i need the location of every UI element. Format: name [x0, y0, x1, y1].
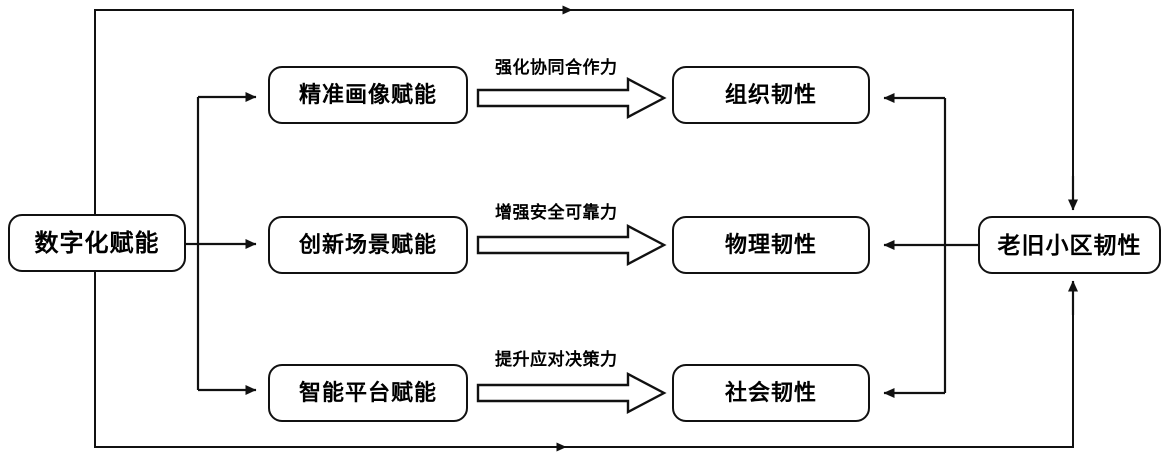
node-outcome-community-resilience-label: 老旧小区韧性: [997, 231, 1142, 259]
node-enabler-innovative-scenario[interactable]: 创新场景赋能: [268, 216, 468, 274]
node-enabler-precise-profiling-label: 精准画像赋能: [298, 82, 437, 108]
node-source[interactable]: 数字化赋能: [8, 214, 186, 272]
node-enabler-smart-platform-label: 智能平台赋能: [298, 380, 437, 406]
node-outcome-community-resilience[interactable]: 老旧小区韧性: [978, 216, 1161, 274]
arrow-label-safety-reliability: 增强安全可靠力: [495, 203, 618, 223]
node-resilience-social-label: 社会韧性: [724, 380, 817, 406]
node-resilience-physical-label: 物理韧性: [724, 232, 817, 258]
arrow-label-decision-response: 提升应对决策力: [495, 350, 618, 370]
wire-feedback-bottom: [94, 244, 1074, 448]
block-arrow-2: [476, 224, 667, 266]
node-resilience-organizational-label: 组织韧性: [724, 82, 817, 108]
node-source-label: 数字化赋能: [34, 228, 160, 257]
node-resilience-physical[interactable]: 物理韧性: [672, 216, 870, 274]
node-resilience-social[interactable]: 社会韧性: [672, 364, 870, 422]
block-arrow-1: [476, 77, 667, 119]
wire-feedback-top: [94, 9, 1074, 244]
node-enabler-smart-platform[interactable]: 智能平台赋能: [268, 364, 468, 422]
node-enabler-precise-profiling[interactable]: 精准画像赋能: [268, 66, 468, 124]
node-enabler-innovative-scenario-label: 创新场景赋能: [298, 232, 437, 258]
block-arrow-3: [476, 372, 667, 414]
node-resilience-organizational[interactable]: 组织韧性: [672, 66, 870, 124]
arrow-label-collaboration: 强化协同合作力: [495, 58, 618, 78]
